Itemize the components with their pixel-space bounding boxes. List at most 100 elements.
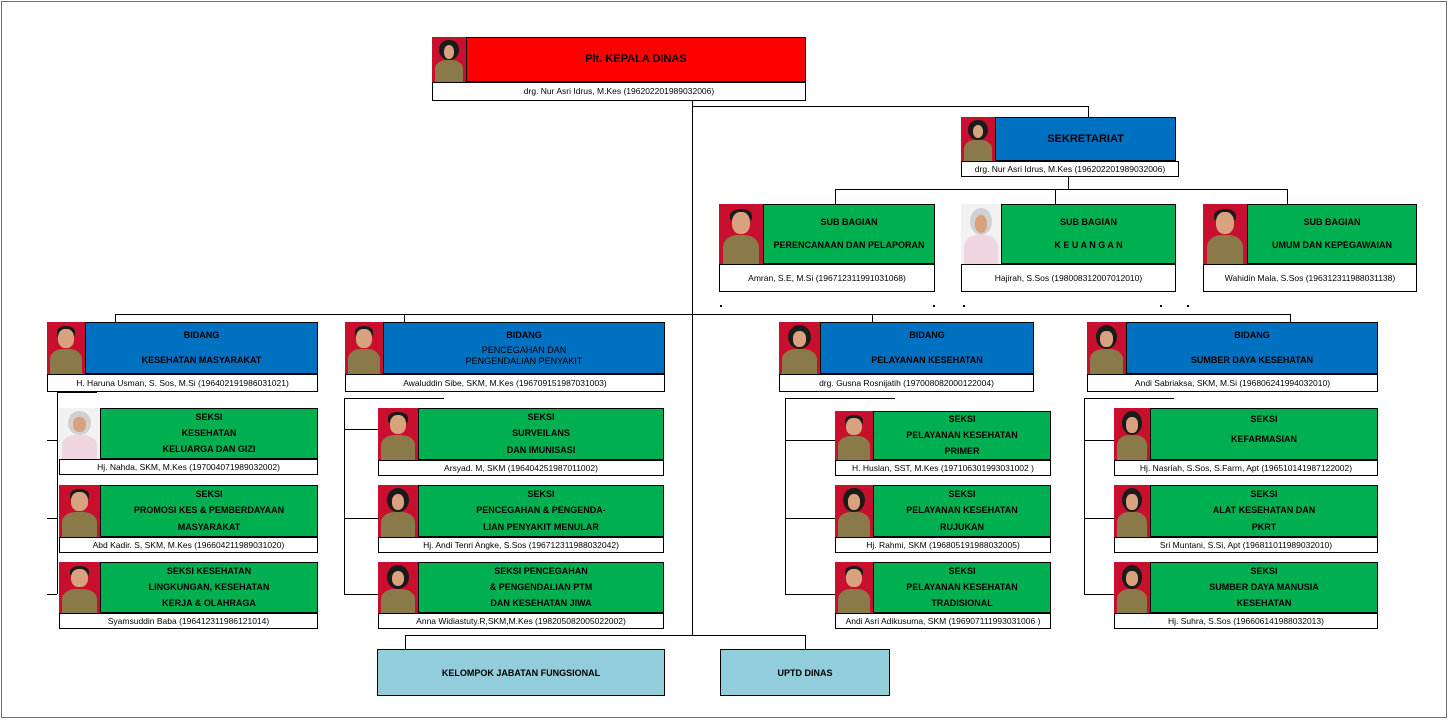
subbagian-label: SUB BAGIAN [1303,217,1361,227]
kepala-photo [432,37,466,82]
seksi-name: Arsyad. M, SKM (196404251987011002) [378,460,664,476]
kelompok-jabatan-fungsional-box: KELOMPOK JABATAN FUNGSIONAL [377,649,665,696]
seksi-title-box: SEKSI ALAT KESEHATAN DAN PKRT [1150,485,1378,537]
seksi-unit-2: TRADISIONAL [931,598,993,609]
seksi-photo [378,408,418,460]
seksi-label: SEKSI [527,488,555,499]
seksi-title-box: SEKSI PENCEGAHAN & PENGENDA- LIAN PENYAK… [418,485,664,537]
seksi-photo [378,562,418,613]
seksi-unit: & PENGENDALIAN PTM [489,581,593,592]
seksi-name: Hj. Andi Tenri Angke, S.Sos (19671231198… [378,537,664,553]
seksi-unit-2: DAN IMUNISASI [506,445,576,456]
uptd-dinas-box: UPTD DINAS [720,649,890,696]
seksi-label: SEKSI PENCEGAHAN [494,565,588,576]
seksi-name: Sri Muntani, S.Si, Apt (1968110119890320… [1114,537,1378,553]
seksi-photo [835,562,873,613]
seksi-name: Hj. Suhra, S.Sos (196606141988032013) [1114,613,1378,629]
bidang-label: BIDANG [909,330,945,340]
seksi-unit-2: PKRT [1251,522,1277,533]
seksi-name: Syamsuddin Baba (196412311986121014) [59,613,318,629]
seksi-photo [835,485,873,537]
seksi-unit-2: KERJA & OLAHRAGA [162,598,256,609]
seksi-unit-2: KELUARGA DAN GIZI [162,444,256,455]
bidang-unit: PENCEGAHAN DAN [481,344,567,355]
uptd-dinas-label: UPTD DINAS [777,667,833,678]
subbagian-unit: UMUM DAN KEPEGAWAIAN [1271,240,1392,250]
bidang-label: BIDANG [183,330,220,340]
bidang-photo [779,322,820,374]
subbagian-photo [719,204,763,264]
seksi-unit-2: LIAN PENYAKIT MENULAR [483,522,599,533]
seksi-photo [1114,408,1150,460]
subbagian-label: SUB BAGIAN [820,217,878,227]
subbagian-name: Amran, S.E, M.Si (196712311991031068) [719,264,935,292]
kepala-name: drg. Nur Asri Idrus, M.Kes (196202201989… [432,82,806,101]
seksi-name: Hj. Nahda, SKM, M.Kes (19700407198903200… [59,459,318,475]
subbagian-title-box: SUB BAGIAN UMUM DAN KEPEGAWAIAN [1247,204,1417,264]
seksi-name: Anna Widiastuty.R,SKM,M.Kes (19820508200… [378,613,664,629]
bidang-title-box: BIDANG PENCEGAHAN DAN PENGENDALIAN PENYA… [383,322,665,374]
seksi-photo [59,408,100,459]
seksi-unit: PROMOSI KES & PEMBERDAYAAN [133,505,285,516]
seksi-name: Hj. Nasriah, S.Sos, S.Farm, Apt (1965101… [1114,460,1378,476]
bidang-name: H. Haruna Usman, S. Sos, M.Si (196402191… [47,374,318,392]
seksi-label: SEKSI [1250,488,1278,499]
seksi-label: SEKSI [195,411,223,422]
bidang-photo [47,322,85,374]
seksi-label: SEKSI [527,411,555,422]
subbagian-photo [961,204,1001,264]
subbagian-title-box: SUB BAGIAN PERENCANAAN DAN PELAPORAN [763,204,935,264]
seksi-title-box: SEKSI PELAYANAN KESEHATAN PRIMER [873,411,1051,460]
bidang-title-box: BIDANG KESEHATAN MASYARAKAT [85,322,318,374]
sekretariat-name: drg. Nur Asri Idrus, M.Kes (196202201989… [961,161,1179,177]
seksi-title-box: SEKSI PENCEGAHAN & PENGENDALIAN PTM DAN … [418,562,664,613]
sekretariat-photo [961,117,995,161]
seksi-label: SEKSI [1250,565,1278,576]
sekretariat-title: SEKRETARIAT [1047,132,1124,145]
bidang-name: Andi Sabriaksa, SKM, M.Si (1968062419940… [1087,374,1378,392]
seksi-unit: LINGKUNGAN, KESEHATAN [148,581,270,592]
seksi-unit-2: KESEHATAN [1236,598,1292,609]
seksi-name: Abd Kadir. S, SKM, M.Kes (19660421198903… [59,537,318,553]
seksi-unit-2: PRIMER [944,445,980,456]
seksi-label: SEKSI KESEHATAN [166,565,252,576]
seksi-photo [835,411,873,460]
seksi-title-box: SEKSI PELAYANAN KESEHATAN RUJUKAN [873,485,1051,537]
subbagian-unit: PERENCANAAN DAN PELAPORAN [773,240,925,250]
seksi-title-box: SEKSI SURVEILANS DAN IMUNISASI [418,408,664,460]
subbagian-unit: K E U A N G A N [1054,240,1123,250]
bidang-photo [345,322,383,374]
subbagian-title-box: SUB BAGIAN K E U A N G A N [1001,204,1176,264]
seksi-label: SEKSI [948,565,976,576]
seksi-unit-2: MASYARAKAT [177,522,241,533]
seksi-unit: PENCEGAHAN & PENGENDA- [476,505,606,516]
subbagian-name: Hajirah, S.Sos (198008312007012010) [961,264,1176,292]
seksi-label: SEKSI [948,414,976,425]
kepala-title: Plt. KEPALA DINAS [585,53,687,65]
seksi-title-box: SEKSI KESEHATAN LINGKUNGAN, KESEHATAN KE… [100,562,318,613]
seksi-title-box: SEKSI KEFARMASIAN [1150,408,1378,460]
seksi-photo [1114,562,1150,613]
seksi-unit: SUMBER DAYA MANUSIA [1209,581,1319,592]
seksi-unit: KEFARMASIAN [1230,433,1297,444]
bidang-unit: SUMBER DAYA KESEHATAN [1190,355,1314,365]
seksi-unit: PELAYANAN KESEHATAN [906,505,1018,516]
seksi-title-box: SEKSI PROMOSI KES & PEMBERDAYAAN MASYARA… [100,485,318,537]
bidang-unit: PELAYANAN KESEHATAN [871,355,983,365]
seksi-name: Andi Asri Adikusuma, SKM (19690711199303… [835,613,1051,629]
kelompok-jabatan-fungsional-label: KELOMPOK JABATAN FUNGSIONAL [441,667,601,678]
sekretariat-title-box: SEKRETARIAT [995,117,1176,161]
seksi-unit-2: DAN KESEHATAN JIWA [490,598,592,609]
bidang-unit-2: PENGENDALIAN PENYAKIT [465,355,583,366]
seksi-unit: PELAYANAN KESEHATAN [906,581,1018,592]
seksi-title-box: SEKSI PELAYANAN KESEHATAN TRADISIONAL [873,562,1051,613]
subbagian-label: SUB BAGIAN [1059,217,1117,227]
seksi-unit: SURVEILANS [512,428,570,439]
seksi-title-box: SEKSI KESEHATAN KELUARGA DAN GIZI [100,408,318,459]
seksi-unit: ALAT KESEHATAN DAN [1212,505,1316,516]
bidang-name: drg. Gusna Rosnijatih (19700808200012200… [779,374,1034,392]
bidang-label: BIDANG [1234,330,1270,340]
seksi-name: H. Huslan, SST, M.Kes (19710630199303100… [835,460,1051,476]
seksi-title-box: SEKSI SUMBER DAYA MANUSIA KESEHATAN [1150,562,1378,613]
